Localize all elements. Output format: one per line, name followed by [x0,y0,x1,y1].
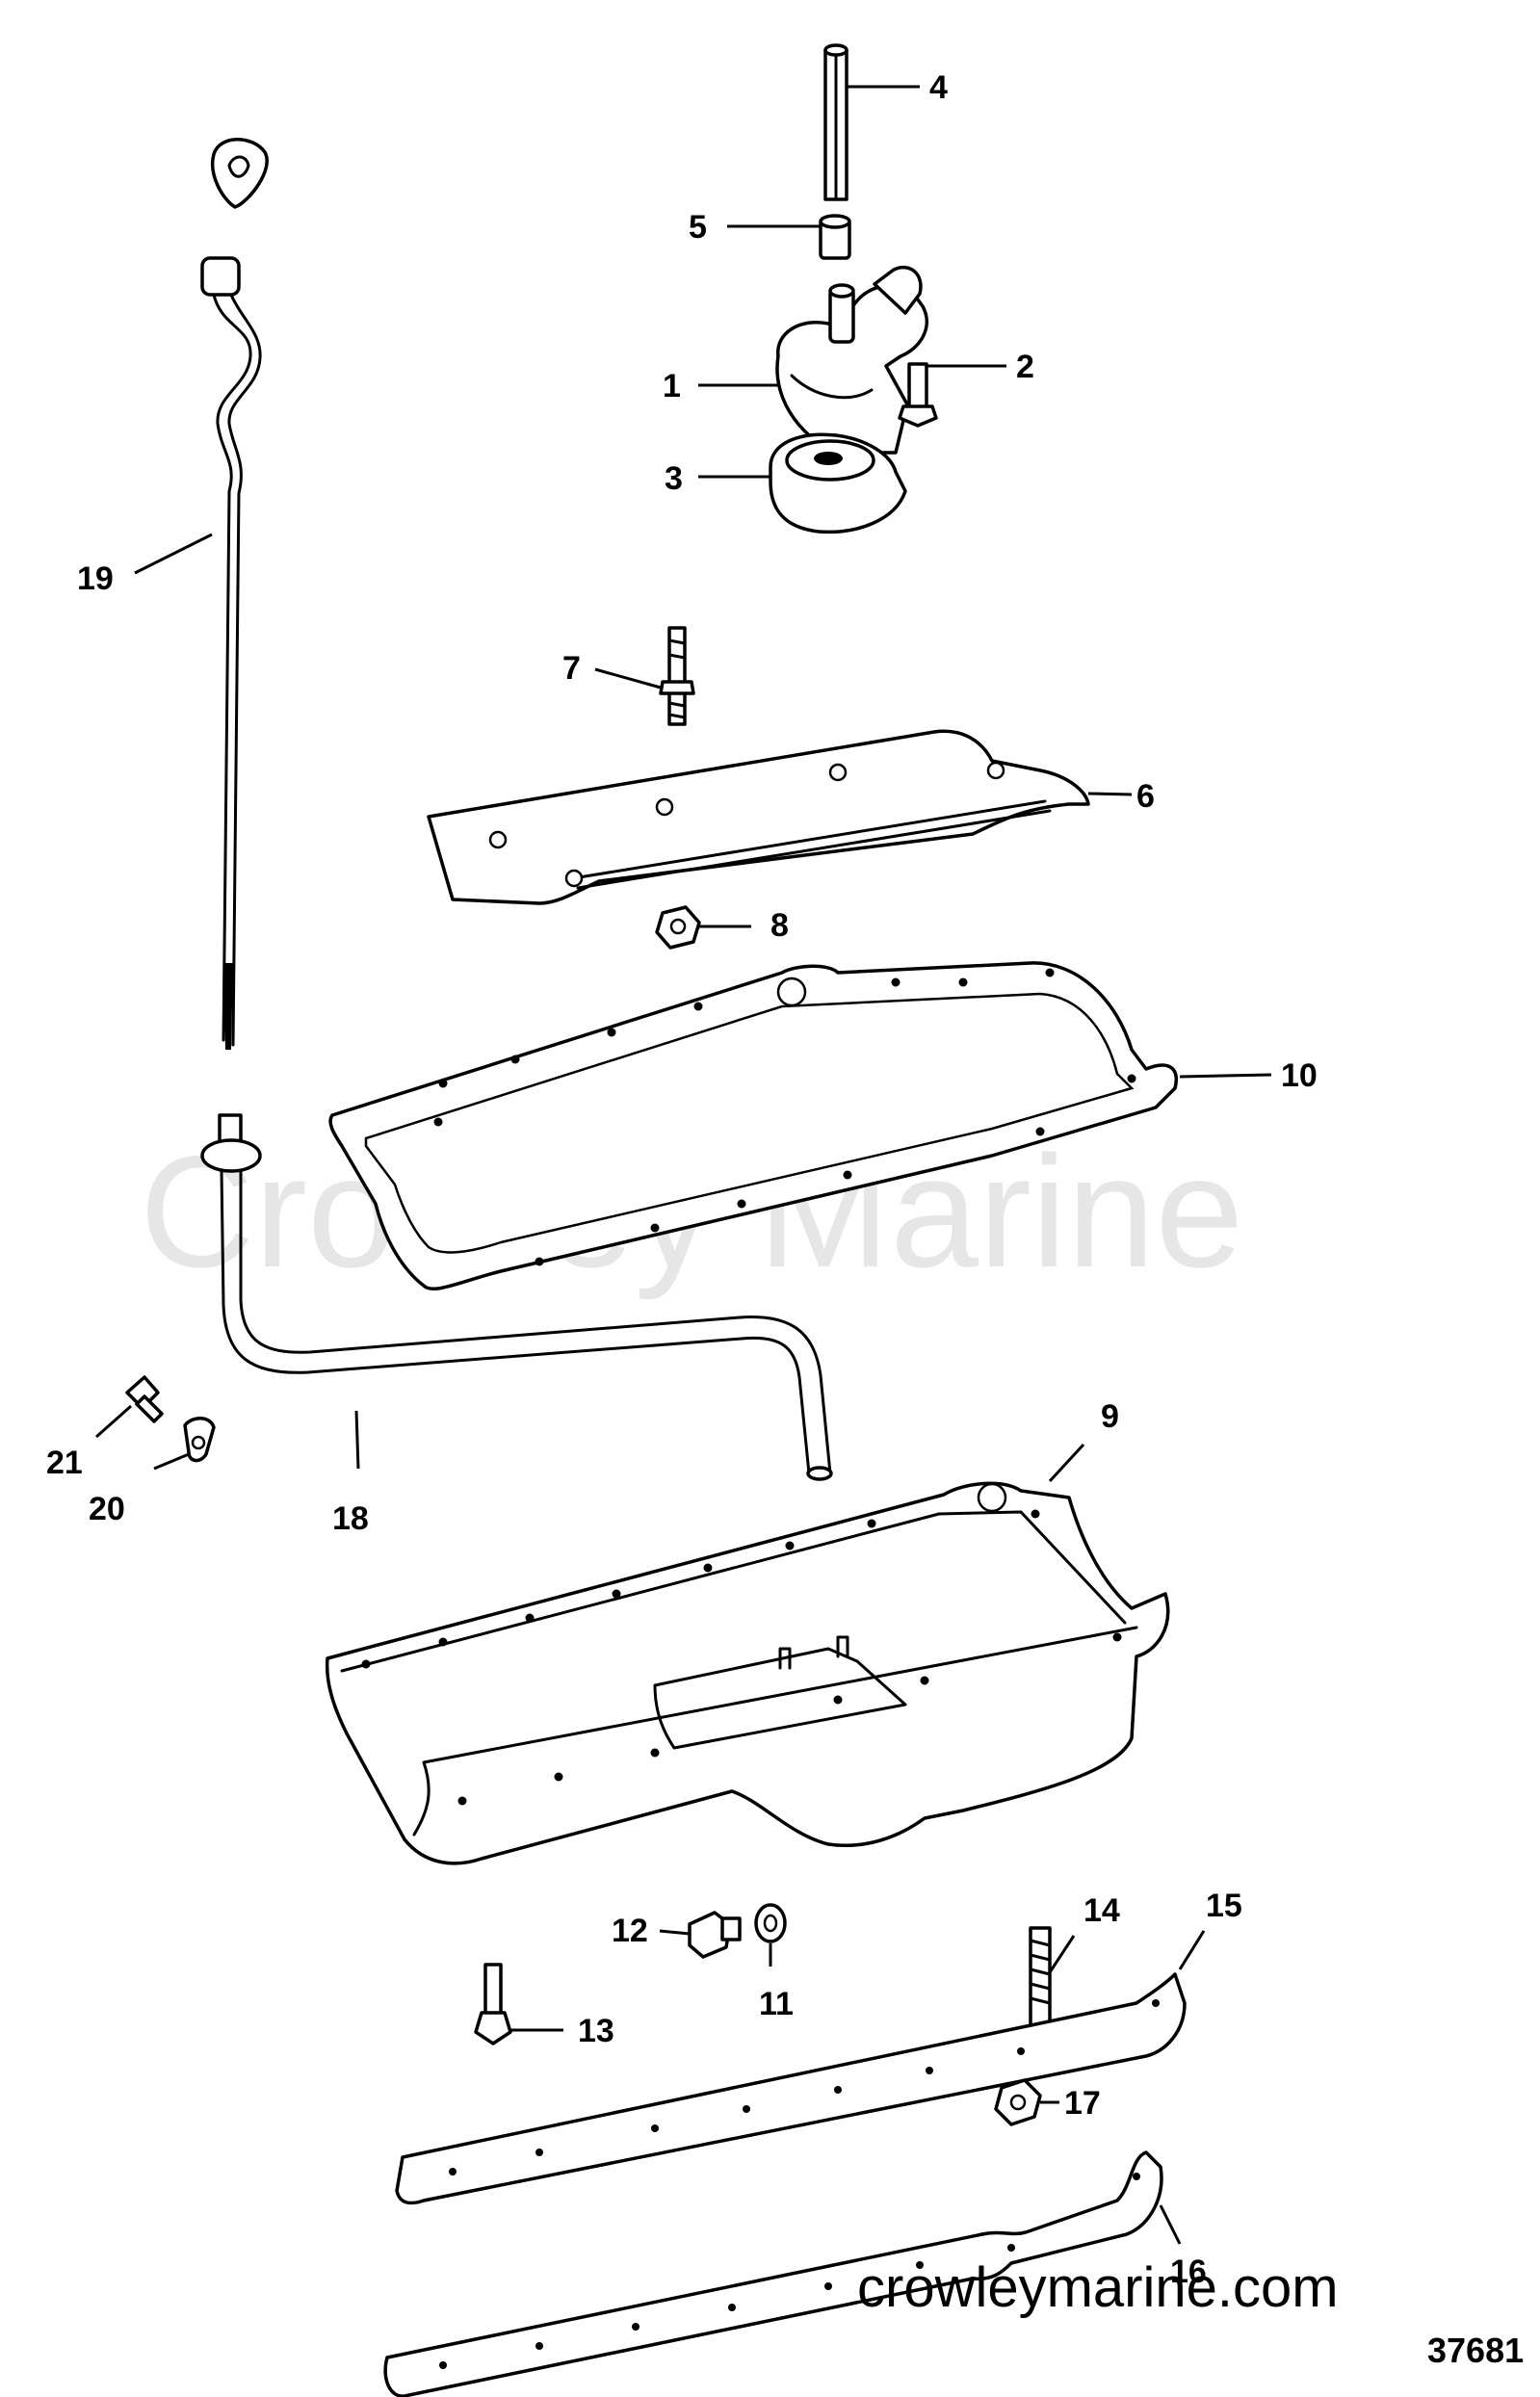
site-label: crowleymarine.com [857,2256,1339,2319]
pickup-screen[interactable] [769,432,907,534]
rail-nut[interactable] [994,2078,1042,2126]
pan-holes [361,1509,1122,1806]
tube-clip[interactable] [183,1417,216,1463]
callout-11: 11 [759,1986,794,2022]
leader-lines [95,85,1272,2245]
oil-pan[interactable] [325,1481,1170,1865]
callout-labels: 4 5 1 2 3 19 7 6 8 10 9 21 20 18 12 11 1… [46,69,1318,2290]
oil-pan-gasket[interactable] [328,961,1178,1290]
callout-17: 17 [1064,2085,1101,2122]
pan-rail-left[interactable] [383,2150,1163,2397]
callout-2: 2 [1016,349,1034,385]
oil-baffle[interactable] [427,729,1090,905]
pan-stud[interactable] [1029,1926,1052,2030]
shaft-sleeve[interactable] [819,214,851,260]
callout-12: 12 [612,1913,648,1949]
baffle-nut[interactable] [655,905,701,950]
callout-3: 3 [665,460,683,497]
callout-21: 21 [46,1445,83,1481]
callout-7: 7 [562,650,581,687]
callout-5: 5 [689,209,707,246]
drain-plug[interactable] [688,1911,742,1959]
callout-13: 13 [578,2013,614,2049]
baffle-stud[interactable] [659,626,695,726]
dipstick[interactable] [200,138,269,1050]
pan-rail-right[interactable] [395,1972,1187,2205]
callout-8: 8 [770,907,789,944]
callout-6: 6 [1136,778,1155,815]
dipstick-tube[interactable] [200,1113,833,1481]
callout-16: 16 [1170,2254,1207,2290]
pump-drive-shaft[interactable] [823,43,848,201]
clip-bolt[interactable] [125,1375,164,1423]
callout-9: 9 [1101,1398,1119,1435]
callout-10: 10 [1281,1057,1318,1094]
pump-bolt[interactable] [898,362,938,428]
oil-pump[interactable] [775,265,928,455]
callout-4: 4 [929,69,948,106]
callout-1: 1 [663,368,681,404]
right-rail-holes [449,1999,1160,2176]
callout-14: 14 [1083,1892,1120,1929]
left-rail-holes [439,2173,1140,2369]
pan-bolt[interactable] [474,1963,512,2045]
callout-18: 18 [332,1500,369,1537]
diagram-number: 37681 [1427,2331,1524,2370]
callout-15: 15 [1206,1888,1242,1924]
callout-20: 20 [89,1491,125,1527]
callout-19: 19 [77,560,114,597]
gasket-holes [433,968,1136,1266]
drain-washer[interactable] [754,1903,787,1943]
